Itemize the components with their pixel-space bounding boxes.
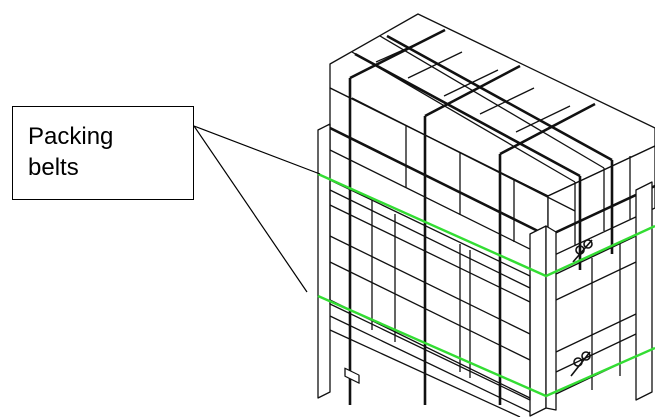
callout-leaders: [193, 125, 321, 293]
packing-belt-lower: [317, 294, 655, 398]
top-cross-straps: [329, 28, 655, 405]
callout-label-line2: belts: [28, 154, 79, 181]
packing-belt-upper: [317, 172, 655, 278]
corner-posts: [317, 123, 653, 417]
top-carton-layer: [329, 13, 655, 259]
callout-label-line1: Packing: [28, 123, 114, 150]
callout-box: Packing belts: [12, 106, 194, 200]
clip-symbol: [570, 239, 593, 377]
packing-belts: [317, 172, 655, 398]
lower-carton-layer: [329, 179, 637, 417]
